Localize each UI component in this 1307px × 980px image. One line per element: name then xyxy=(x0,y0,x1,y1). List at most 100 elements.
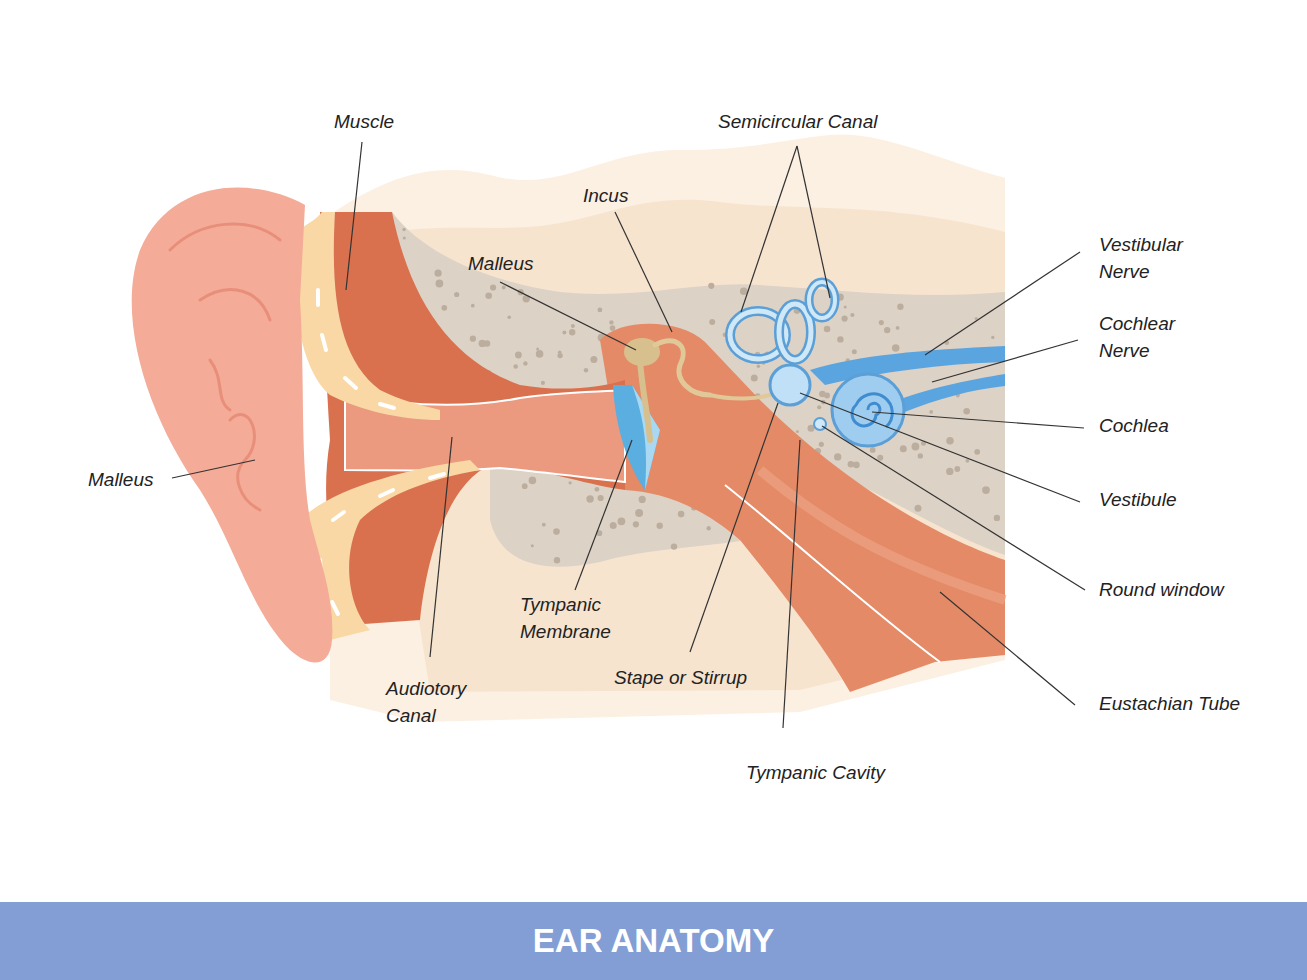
bone-dot xyxy=(633,521,639,527)
bone-dot xyxy=(946,437,954,445)
bone-dot xyxy=(515,352,522,359)
bone-dot xyxy=(954,466,960,472)
bone-dot xyxy=(609,320,613,324)
bone-dot xyxy=(502,285,506,289)
bone-dot xyxy=(819,442,824,447)
part-label: Vestibule xyxy=(1099,486,1176,513)
bone-dot xyxy=(598,308,603,313)
bone-dot xyxy=(982,486,990,494)
vestibular-nerve xyxy=(810,346,1005,385)
bone-dot xyxy=(671,543,677,549)
bone-dot xyxy=(485,293,492,300)
bone-dot xyxy=(454,292,459,297)
leader-lines xyxy=(172,142,1085,728)
bone-dot xyxy=(879,320,884,325)
bone-dot xyxy=(896,326,900,330)
bone-dot xyxy=(817,405,821,409)
bone-dot xyxy=(974,449,980,455)
bone-dot xyxy=(824,392,830,398)
bone-dot xyxy=(897,304,903,310)
part-label: Cochlear Nerve xyxy=(1099,310,1211,364)
bone-dot xyxy=(610,522,617,529)
vestibule xyxy=(770,365,810,405)
part-label: Eustachian Tube xyxy=(1099,690,1240,717)
part-label: Muscle xyxy=(334,108,394,135)
bone-dot xyxy=(471,304,475,308)
muscle-tissue xyxy=(320,212,625,625)
part-label: Incus xyxy=(583,182,628,209)
part-label: Vestibular Nerve xyxy=(1099,231,1211,285)
bone-dot xyxy=(536,350,544,358)
bone-dot xyxy=(884,327,890,333)
bone-dot xyxy=(708,283,714,289)
bone-dot xyxy=(402,228,405,231)
bone-dot xyxy=(523,361,527,365)
bone-dot xyxy=(796,430,799,433)
tube-outline xyxy=(725,485,940,662)
bone-dot xyxy=(853,462,860,469)
stapes xyxy=(710,393,775,399)
bone-dot xyxy=(842,316,848,322)
bone-dot xyxy=(441,305,447,311)
bone-dot xyxy=(824,326,831,333)
bone-dot xyxy=(834,453,841,460)
part-label: Stape or Stirrup xyxy=(614,664,747,691)
bone-dot xyxy=(850,313,854,317)
bone-dot xyxy=(994,515,1000,521)
malleus-handle xyxy=(640,360,650,440)
bone-dot xyxy=(929,410,933,414)
title-band xyxy=(0,902,1307,980)
part-label: Tympanic Membrane xyxy=(520,591,635,645)
bone-dot xyxy=(541,381,545,385)
bone-dot xyxy=(598,495,604,501)
malleus-head xyxy=(624,338,660,366)
bone-dot xyxy=(536,348,539,351)
bone-dot xyxy=(522,483,528,489)
bone-dot xyxy=(837,336,843,342)
bone-dot xyxy=(584,368,588,372)
part-label: Cochlea xyxy=(1099,412,1169,439)
bone-dot xyxy=(918,453,923,458)
bone-dot xyxy=(531,544,534,547)
bone-dot xyxy=(844,305,847,308)
bone-dot xyxy=(963,408,970,415)
bone-dot xyxy=(470,336,476,342)
part-label: Malleus xyxy=(468,250,533,277)
bone-dot xyxy=(639,496,646,503)
cochlear-nerve xyxy=(898,374,1005,413)
bone-dot xyxy=(740,288,748,296)
cartilage xyxy=(294,212,440,420)
diagram-title: EAR ANATOMY xyxy=(0,902,1307,980)
bone-dot xyxy=(912,443,920,451)
bone-dot xyxy=(586,495,593,502)
cartilage-dashes xyxy=(318,290,444,614)
bone-dot xyxy=(479,340,486,347)
incus xyxy=(655,341,710,395)
tympanic-membrane xyxy=(613,385,660,490)
bone-dot xyxy=(870,447,876,453)
bone-dot xyxy=(571,324,575,328)
part-label: Audiotory Canal xyxy=(386,675,491,729)
bone-dot xyxy=(490,284,496,290)
bone-dot xyxy=(403,236,406,239)
bone-dot xyxy=(678,511,685,518)
bone-dot xyxy=(751,375,758,382)
bone-dot xyxy=(553,528,560,535)
bone-dot xyxy=(562,331,566,335)
bone-dot xyxy=(554,557,560,563)
bone-dot xyxy=(542,523,546,527)
bone-dot xyxy=(709,319,715,325)
bone-dot xyxy=(595,487,600,492)
bone-dot xyxy=(569,481,572,484)
bone-dot xyxy=(877,455,883,461)
bone-dot xyxy=(757,364,761,368)
part-label: Tympanic Cavity xyxy=(746,759,885,786)
part-label: Round window xyxy=(1099,576,1224,603)
bone-dot xyxy=(558,351,562,355)
pinna-folds xyxy=(170,224,280,510)
part-label: Semicircular Canal xyxy=(718,108,877,135)
bone-dot xyxy=(900,445,907,452)
bone-dot xyxy=(618,517,626,525)
bone-dot xyxy=(966,459,970,463)
bone-dot xyxy=(946,468,953,475)
